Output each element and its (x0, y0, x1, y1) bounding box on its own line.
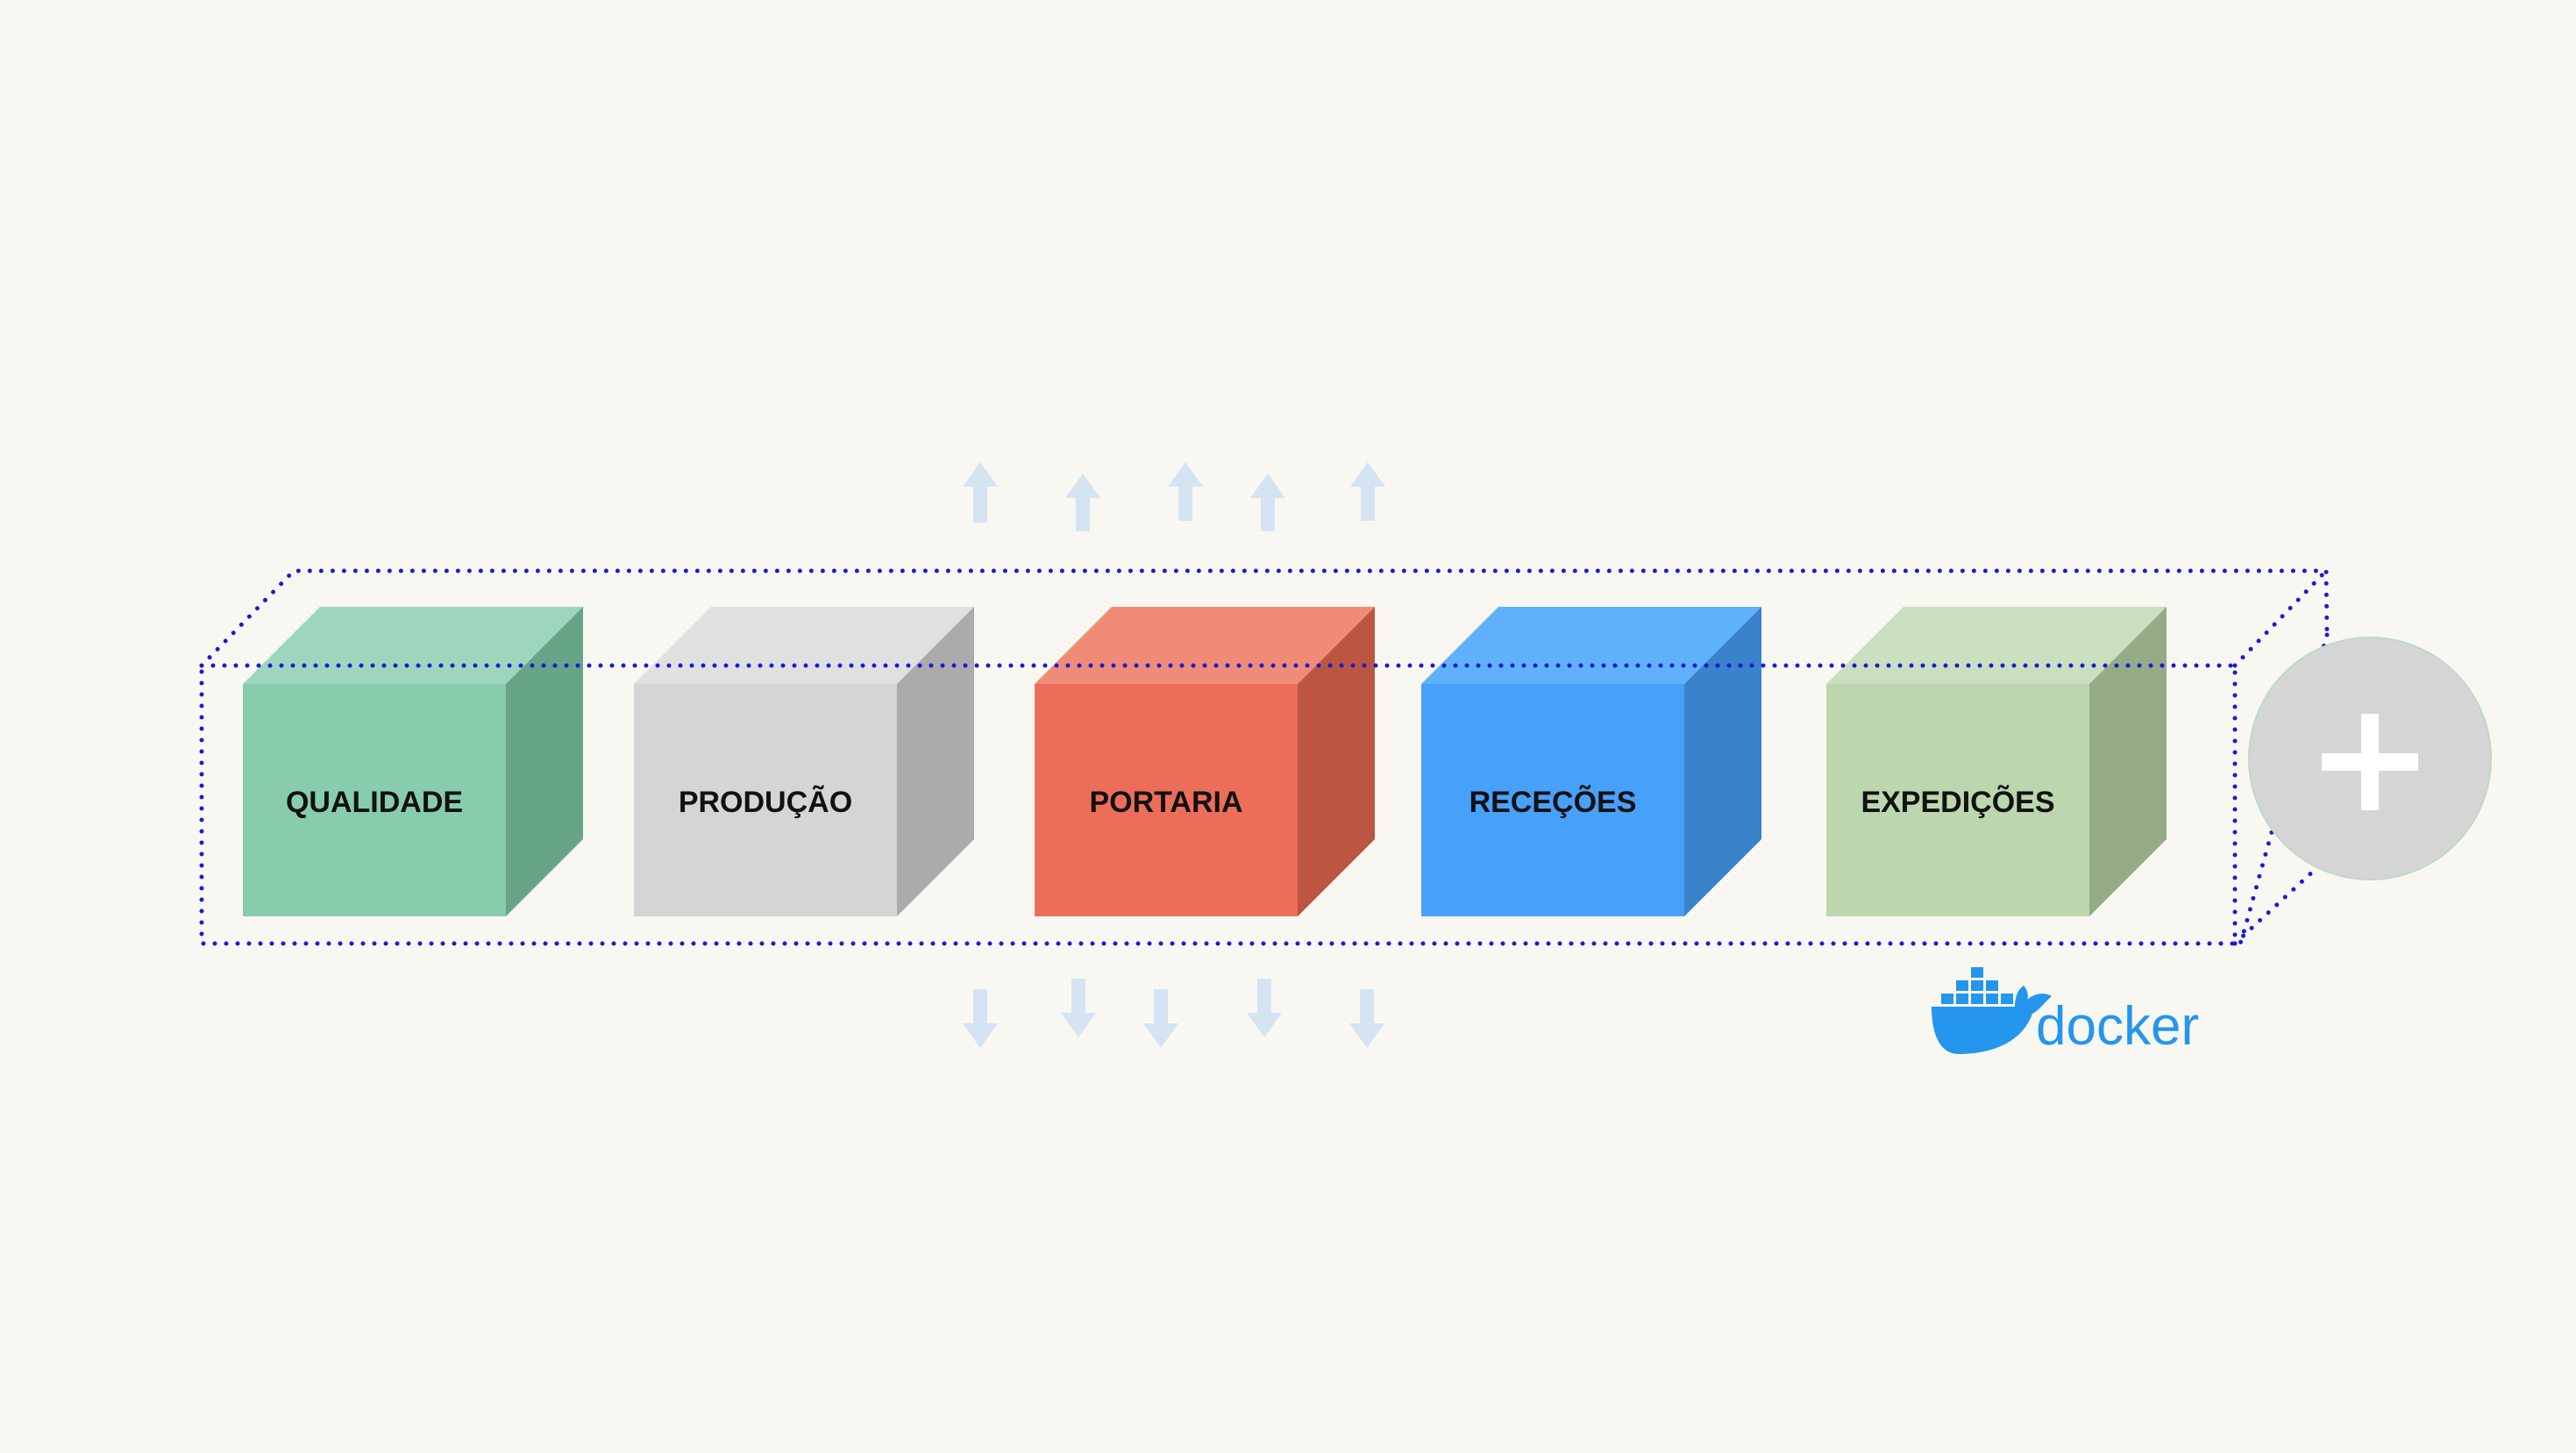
cube-side-face (2089, 607, 2167, 916)
arrow-up-icon (1065, 474, 1100, 531)
container-block (2001, 994, 2013, 1004)
arrow-up-icon (963, 462, 998, 523)
services-group: QUALIDADE PRODUÇÃO PORTARIA RECEÇÕES EXPEDIÇ… (243, 607, 2167, 916)
container-block (1971, 980, 1983, 991)
docker-logo: docker (1932, 967, 2199, 1057)
add-service-button[interactable] (2248, 637, 2492, 880)
cube-side-face (1684, 607, 1761, 916)
service-cube-4[interactable]: EXPEDIÇÕES (1826, 607, 2167, 916)
inbound-arrows (963, 979, 1384, 1048)
cube-label: QUALIDADE (286, 786, 463, 819)
arrow-up-icon (1250, 474, 1285, 531)
cube-side-face (1298, 607, 1375, 916)
container-outline-front (199, 568, 2329, 946)
arrow-down-icon (1143, 989, 1178, 1048)
container-block (1986, 994, 1998, 1004)
container-block (1956, 994, 1968, 1004)
container-block (1971, 994, 1983, 1004)
cube-top-face (634, 607, 974, 684)
whale-tail (2015, 986, 2028, 1007)
plus-icon (2322, 714, 2418, 810)
cube-label: EXPEDIÇÕES (1861, 786, 2054, 819)
cube-label: RECEÇÕES (1469, 786, 1637, 819)
container-block (1956, 980, 1968, 991)
cube-front-face (1421, 684, 1684, 916)
docker-whale-icon (1932, 967, 2052, 1054)
outbound-arrows (963, 462, 1385, 531)
cube-label: PRODUÇÃO (679, 786, 852, 819)
container-block (1971, 967, 1983, 978)
cube-top-face (1035, 607, 1375, 684)
docker-wordmark: docker (2036, 996, 2199, 1057)
cube-top-face (1421, 607, 1761, 684)
service-cube-2[interactable]: PORTARIA (1035, 607, 1375, 916)
arrow-up-icon (1168, 462, 1203, 521)
arrow-down-icon (1061, 979, 1096, 1037)
arrow-up-icon (1350, 462, 1385, 521)
service-cube-1[interactable]: PRODUÇÃO (634, 607, 974, 916)
arrow-down-icon (1349, 989, 1384, 1048)
container-block (1986, 980, 1998, 991)
cube-side-face (897, 607, 974, 916)
container-block (1941, 994, 1953, 1004)
cube-front-face (1826, 684, 2089, 916)
container-outline-back (199, 568, 2330, 950)
cube-front-face (634, 684, 897, 916)
cube-label: PORTARIA (1089, 786, 1242, 819)
service-cube-3[interactable]: RECEÇÕES (1421, 607, 1761, 916)
whale-body (1932, 994, 2052, 1054)
cube-front-face (1035, 684, 1298, 916)
cube-side-face (506, 607, 583, 916)
arrow-down-icon (963, 989, 998, 1048)
cube-front-face (243, 684, 506, 916)
arrow-down-icon (1247, 979, 1282, 1037)
service-cube-0[interactable]: QUALIDADE (243, 607, 583, 916)
